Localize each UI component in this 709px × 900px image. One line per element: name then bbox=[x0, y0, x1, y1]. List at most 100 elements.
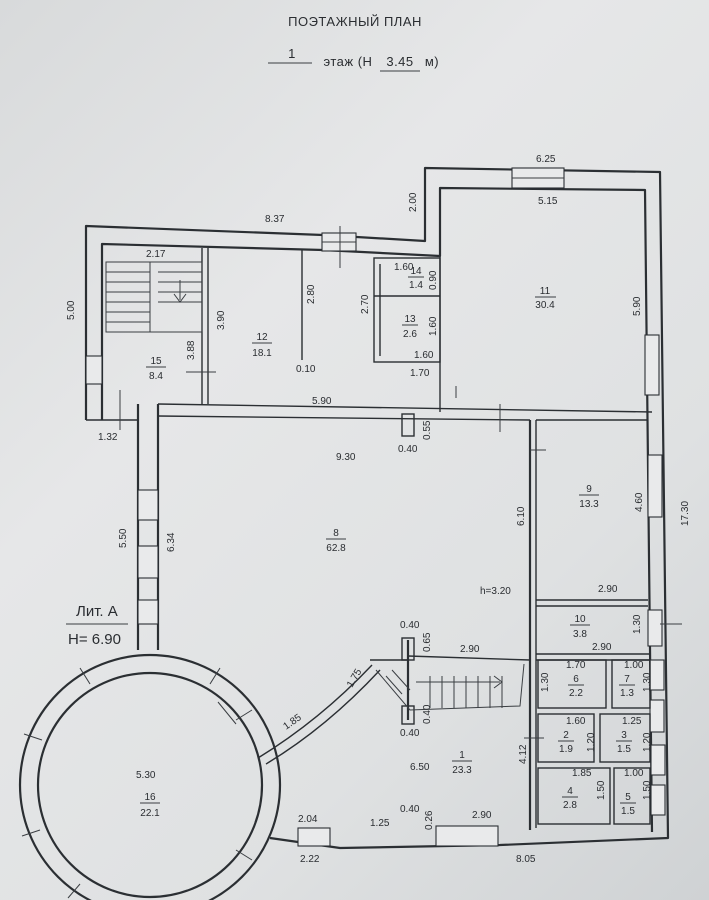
floor-label: этаж (Н bbox=[324, 54, 373, 69]
room-6-area: 2.2 bbox=[569, 688, 583, 699]
dim-2-00: 2.00 bbox=[408, 192, 419, 212]
dim-5-90-mid: 5.90 bbox=[312, 396, 332, 407]
room-5-number: 5 bbox=[625, 792, 631, 803]
dim-5-00: 5.00 bbox=[66, 300, 77, 320]
dim-1-85-room4: 1.85 bbox=[572, 768, 592, 779]
dim-0-90: 0.90 bbox=[428, 270, 439, 290]
dim-9-30: 9.30 bbox=[336, 452, 356, 463]
room-7-area: 1.3 bbox=[620, 688, 634, 699]
room-9-area: 13.3 bbox=[579, 499, 599, 510]
dimension-labels: 6.25 5.15 2.00 8.37 2.17 5.00 3.90 3.88 … bbox=[66, 154, 691, 865]
section-marks bbox=[119, 226, 682, 739]
dim-2-70: 2.70 bbox=[360, 294, 371, 314]
dim-1-60-side: 1.60 bbox=[428, 316, 439, 336]
round-tower bbox=[18, 653, 282, 900]
dim-1-30-room10: 1.30 bbox=[632, 614, 643, 634]
dim-8-37: 8.37 bbox=[265, 214, 285, 225]
interior-walls bbox=[201, 248, 651, 830]
dim-1-00-room7: 1.00 bbox=[624, 660, 644, 671]
dim-2-90-room9: 2.90 bbox=[598, 584, 618, 595]
dim-1-00-room5: 1.00 bbox=[624, 768, 644, 779]
room-9-number: 9 bbox=[586, 484, 592, 495]
dim-1-60-bottom: 1.60 bbox=[414, 350, 434, 361]
dim-2-90-bottom: 2.90 bbox=[472, 810, 492, 821]
dim-0-40-bottom: 0.40 bbox=[400, 804, 420, 815]
room-10-area: 3.8 bbox=[573, 629, 587, 640]
room-14-number: 14 bbox=[410, 266, 422, 277]
dim-8-05: 8.05 bbox=[516, 854, 536, 865]
room-16-number: 16 bbox=[144, 792, 156, 803]
dim-2-90-stair: 2.90 bbox=[460, 644, 480, 655]
staircase-upper bbox=[105, 261, 203, 333]
dim-1-25-bottom: 1.25 bbox=[370, 818, 390, 829]
room-15-area: 8.4 bbox=[149, 371, 163, 382]
room-8-area: 62.8 bbox=[326, 543, 346, 554]
room-12-area: 18.1 bbox=[252, 348, 272, 359]
plan-title: ПОЭТАЖНЫЙ ПЛАН bbox=[288, 14, 422, 29]
floor-height-unit: м) bbox=[425, 54, 439, 69]
dim-1-20-room3: 1.20 bbox=[642, 732, 653, 752]
dim-1-70-room6: 1.70 bbox=[566, 660, 586, 671]
room-5-area: 1.5 bbox=[621, 806, 635, 817]
room-16-area: 22.1 bbox=[140, 808, 160, 819]
dim-6-10: 6.10 bbox=[516, 506, 527, 526]
dim-1-30-room7: 1.30 bbox=[642, 672, 653, 692]
dim-0-65: 0.65 bbox=[422, 632, 433, 652]
room-15-number: 15 bbox=[150, 356, 162, 367]
dim-17-30: 17.30 bbox=[680, 501, 691, 526]
room-labels: 11 30.4 12 18.1 14 1.4 13 2.6 15 8.4 9 1… bbox=[140, 266, 636, 819]
floor-height-value: 3.45 bbox=[386, 54, 413, 69]
building-liter-label: Лит. А bbox=[76, 603, 118, 620]
dim-5-90-right: 5.90 bbox=[632, 296, 643, 316]
dim-6-25: 6.25 bbox=[536, 154, 556, 165]
dim-1-60-room2: 1.60 bbox=[566, 716, 586, 727]
dim-1-32: 1.32 bbox=[98, 432, 118, 443]
room-3-number: 3 bbox=[621, 730, 627, 741]
dim-h-3-20: h=3.20 bbox=[480, 586, 511, 597]
dim-2-22: 2.22 bbox=[300, 854, 320, 865]
dim-0-40-stair: 0.40 bbox=[400, 620, 420, 631]
building-height-label: Н= 6.90 bbox=[68, 631, 121, 648]
room-13-area: 2.6 bbox=[403, 329, 417, 340]
room-1-area: 23.3 bbox=[452, 765, 472, 776]
dim-0-40-hall: 0.40 bbox=[398, 444, 418, 455]
dim-0-40-label: 0.40 bbox=[400, 728, 420, 739]
windows bbox=[85, 167, 666, 847]
room-12-number: 12 bbox=[256, 332, 268, 343]
room-7-number: 7 bbox=[624, 674, 630, 685]
staircase-lower bbox=[375, 663, 525, 711]
room-2-number: 2 bbox=[563, 730, 569, 741]
room-11-number: 11 bbox=[540, 286, 551, 297]
dim-5-50: 5.50 bbox=[118, 528, 129, 548]
dim-1-70: 1.70 bbox=[410, 368, 430, 379]
dim-2-90-room10: 2.90 bbox=[592, 642, 612, 653]
dim-1-50-room4: 1.50 bbox=[596, 780, 607, 800]
dim-3-88: 3.88 bbox=[186, 340, 197, 360]
dim-6-34: 6.34 bbox=[166, 532, 177, 552]
dim-6-50: 6.50 bbox=[410, 762, 430, 773]
room-14-area: 1.4 bbox=[409, 280, 423, 291]
dim-3-90: 3.90 bbox=[216, 310, 227, 330]
dim-5-15: 5.15 bbox=[538, 196, 558, 207]
dim-1-60-top: 1.60 bbox=[394, 262, 414, 273]
dim-1-75: 1.75 bbox=[345, 667, 364, 690]
dim-0-26: 0.26 bbox=[424, 810, 435, 830]
room-1-number: 1 bbox=[459, 750, 465, 761]
room-2-area: 1.9 bbox=[559, 744, 573, 755]
room-3-area: 1.5 bbox=[617, 744, 631, 755]
dim-4-60: 4.60 bbox=[634, 492, 645, 512]
room-11-area: 30.4 bbox=[535, 300, 555, 311]
dim-1-20-room2: 1.20 bbox=[586, 732, 597, 752]
dim-2-04: 2.04 bbox=[298, 814, 318, 825]
dim-0-40-stair-bottom: 0.40 bbox=[422, 704, 433, 724]
dim-1-25: 1.25 bbox=[622, 716, 642, 727]
dim-5-30: 5.30 bbox=[136, 770, 156, 781]
dim-4-12: 4.12 bbox=[518, 744, 529, 764]
room-4-number: 4 bbox=[567, 786, 573, 797]
dim-0-55: 0.55 bbox=[422, 420, 433, 440]
room-13-number: 13 bbox=[404, 314, 416, 325]
dim-2-17: 2.17 bbox=[146, 249, 166, 260]
room-4-area: 2.8 bbox=[563, 800, 577, 811]
dim-1-50-room5: 1.50 bbox=[642, 780, 653, 800]
